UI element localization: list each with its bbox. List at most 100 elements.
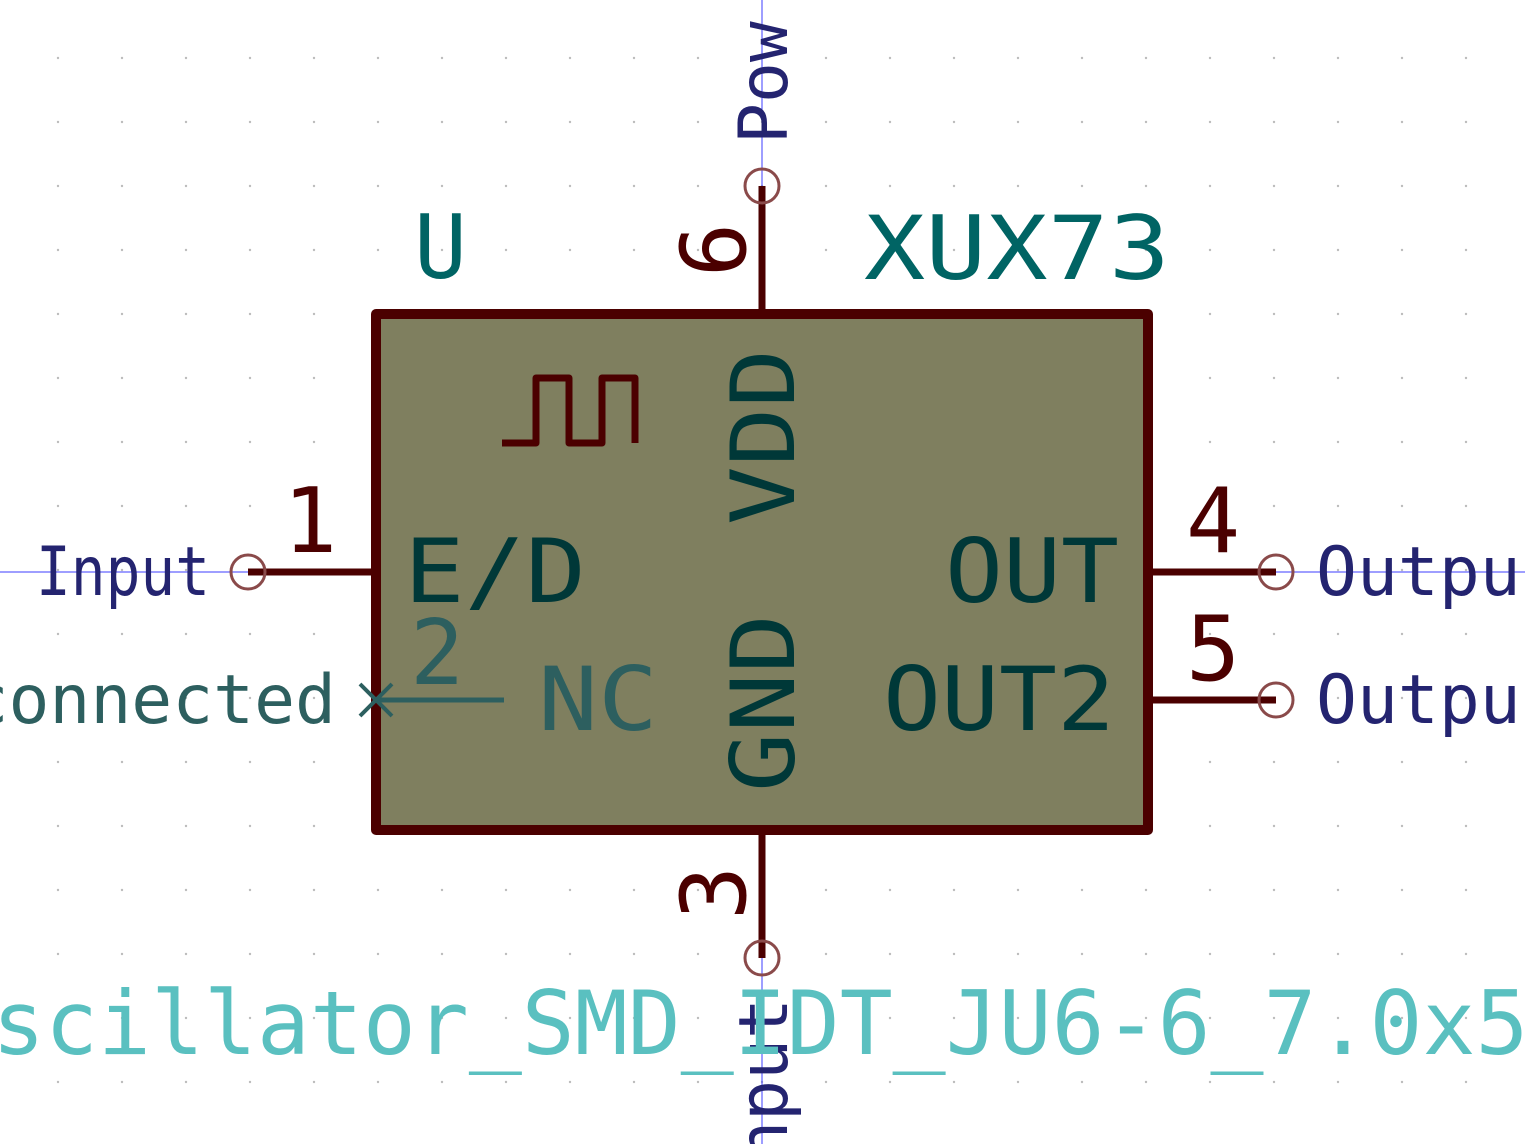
grid-dot xyxy=(248,248,252,252)
grid-dot xyxy=(952,184,956,188)
grid-dot xyxy=(184,952,188,956)
net-label-output-1[interactable]: Output xyxy=(1316,533,1525,612)
grid-dot xyxy=(184,184,188,188)
grid-dot xyxy=(952,1016,956,1020)
grid-dot xyxy=(504,1080,508,1084)
grid-dot xyxy=(1272,440,1276,444)
component-body[interactable] xyxy=(371,309,1153,835)
grid-dot xyxy=(696,888,700,892)
grid-dot xyxy=(1336,248,1340,252)
grid-dot xyxy=(56,312,60,316)
net-nput-connection-point[interactable] xyxy=(743,939,781,977)
grid-dot xyxy=(184,696,188,700)
grid-dot xyxy=(376,952,380,956)
grid-dot xyxy=(1272,952,1276,956)
component-value[interactable]: XUX73 xyxy=(864,197,1170,300)
grid-dot xyxy=(632,952,636,956)
pin-name-out: OUT xyxy=(945,520,1119,623)
grid-dot xyxy=(248,760,252,764)
grid-dot xyxy=(696,184,700,188)
net-pow-connection-point[interactable] xyxy=(743,167,781,205)
grid-dot xyxy=(1272,1016,1276,1020)
grid-dot xyxy=(184,632,188,636)
grid-dot xyxy=(1272,824,1276,828)
grid-dot xyxy=(1336,312,1340,316)
grid-dot xyxy=(120,376,124,380)
grid-dot xyxy=(1208,952,1212,956)
net-label-ground-input[interactable]: nput xyxy=(725,998,804,1144)
grid-dot xyxy=(248,696,252,700)
grid-dot xyxy=(312,120,316,124)
grid-dot xyxy=(1336,696,1340,700)
grid-dot xyxy=(696,952,700,956)
grid-dot xyxy=(1464,952,1468,956)
grid-dot xyxy=(376,1080,380,1084)
grid-dot xyxy=(56,440,60,444)
grid-dot xyxy=(440,1016,444,1020)
grid-dot xyxy=(1336,568,1340,572)
grid-dot xyxy=(56,760,60,764)
grid-dot xyxy=(440,184,444,188)
grid-dot xyxy=(248,120,252,124)
grid-dot xyxy=(568,120,572,124)
grid-dot xyxy=(1208,248,1212,252)
grid-dot xyxy=(888,56,892,60)
grid-dot xyxy=(1464,1016,1468,1020)
net-label-power[interactable]: Pow xyxy=(725,21,804,144)
net-label-not-connected[interactable]: connected xyxy=(0,661,336,740)
grid-dot xyxy=(1016,120,1020,124)
grid-dot xyxy=(1400,632,1404,636)
net-input-connection-point[interactable] xyxy=(229,553,267,591)
grid-dot xyxy=(248,1016,252,1020)
grid-dot xyxy=(824,1080,828,1084)
grid-dot xyxy=(1208,1080,1212,1084)
net-label-output-2[interactable]: Output xyxy=(1316,661,1525,740)
grid-dot xyxy=(568,952,572,956)
grid-dot xyxy=(376,248,380,252)
grid-dot xyxy=(1080,952,1084,956)
grid-dot xyxy=(1400,568,1404,572)
grid-dot xyxy=(1016,184,1020,188)
pin-number-2: 2 xyxy=(410,601,464,706)
grid-dot xyxy=(312,696,316,700)
grid-dot xyxy=(56,568,60,572)
grid-dot xyxy=(184,1016,188,1020)
grid-dot xyxy=(1400,248,1404,252)
net-label-input[interactable]: Input xyxy=(36,533,210,612)
grid-dot xyxy=(1400,760,1404,764)
grid-dot xyxy=(824,888,828,892)
footprint-field[interactable]: scillator_SMD_IDT_JU6-6_7.0x5. xyxy=(0,972,1525,1075)
grid-dot xyxy=(1400,952,1404,956)
reference-designator[interactable]: U xyxy=(414,196,467,299)
grid-dot xyxy=(824,1016,828,1020)
grid-dot xyxy=(888,952,892,956)
grid-dot xyxy=(1016,248,1020,252)
net-output-1-connection-point[interactable] xyxy=(1257,553,1295,591)
grid-dot xyxy=(1336,888,1340,892)
grid-dot xyxy=(312,248,316,252)
grid-dot xyxy=(1272,184,1276,188)
grid-dot xyxy=(1080,120,1084,124)
grid-dot xyxy=(440,56,444,60)
grid-dot xyxy=(248,184,252,188)
grid-dot xyxy=(184,888,188,892)
grid-dot xyxy=(888,1080,892,1084)
grid-dot xyxy=(1336,1080,1340,1084)
grid-dot xyxy=(1336,440,1340,444)
grid-dot xyxy=(568,248,572,252)
grid-dot xyxy=(696,1016,700,1020)
grid-dot xyxy=(312,760,316,764)
grid-dot xyxy=(184,440,188,444)
grid-dot xyxy=(1144,120,1148,124)
net-output-2-connection-point[interactable] xyxy=(1257,681,1295,719)
grid-dot xyxy=(504,120,508,124)
grid-dot xyxy=(1464,696,1468,700)
grid-dot xyxy=(632,888,636,892)
grid-dot xyxy=(952,1080,956,1084)
grid-dot xyxy=(440,120,444,124)
grid-dot xyxy=(1080,184,1084,188)
grid-dot xyxy=(1208,504,1212,508)
grid-dot xyxy=(312,888,316,892)
grid-dot xyxy=(1400,120,1404,124)
